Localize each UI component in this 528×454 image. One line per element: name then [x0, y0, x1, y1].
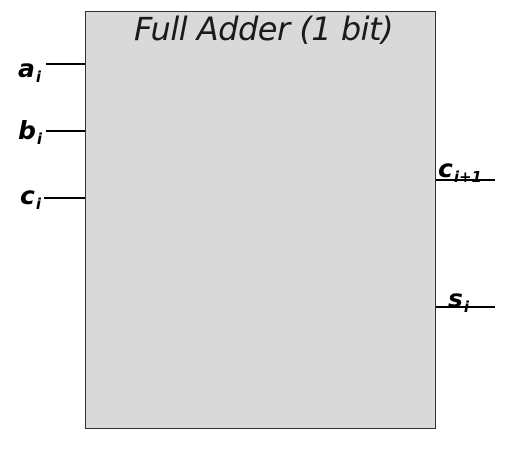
output-sum-wire [436, 306, 495, 308]
input-b-label: bi [18, 118, 42, 147]
input-a-wire [46, 63, 85, 65]
output-carry-name: c [438, 154, 453, 183]
output-carry-subscript: i+1 [453, 168, 482, 186]
input-b-wire [46, 130, 85, 132]
input-a-subscript: i [35, 68, 42, 86]
input-a-label: ai [18, 56, 41, 85]
output-sum-label: si [448, 286, 469, 315]
output-carry-wire [436, 179, 495, 181]
output-sum-name: s [448, 284, 463, 313]
input-c-subscript: i [35, 195, 41, 213]
full-adder-block [85, 11, 436, 429]
input-c-name: c [20, 181, 35, 210]
block-title: Full Adder (1 bit) [133, 10, 394, 48]
input-a-name: a [18, 54, 35, 83]
input-c-wire [44, 197, 85, 199]
input-b-name: b [18, 116, 36, 145]
input-c-label: ci [20, 183, 41, 212]
input-b-subscript: i [36, 130, 43, 148]
